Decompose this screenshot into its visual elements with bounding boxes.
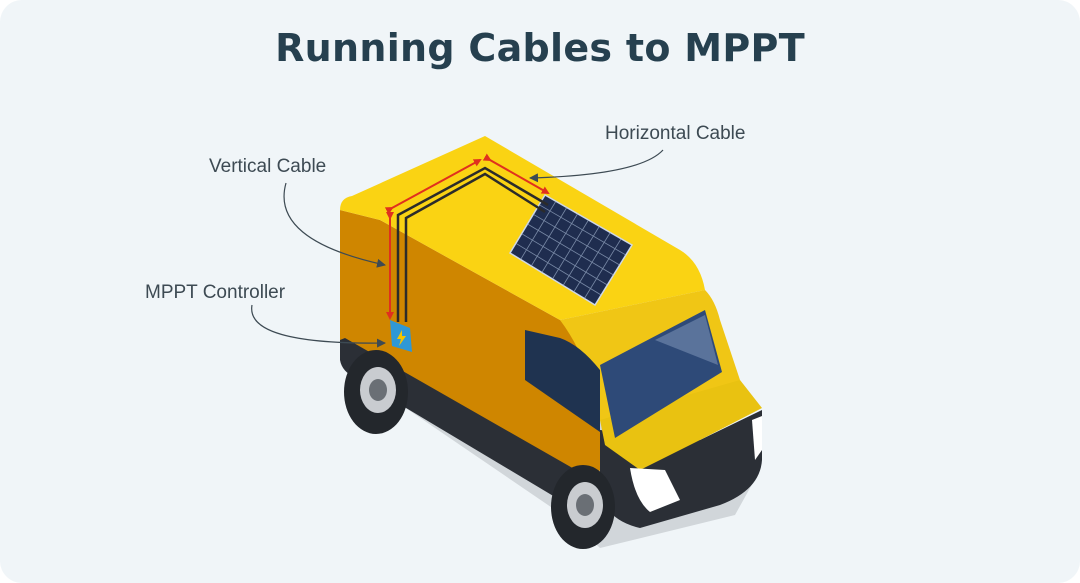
horizontal-measure-arrow-2 — [482, 153, 550, 194]
van-windshield-glare — [655, 315, 718, 365]
mppt-controller-label: MPPT Controller — [145, 282, 286, 303]
front-wheel — [551, 465, 615, 549]
horizontal-cable-label: Horizontal Cable — [605, 123, 745, 144]
van-headlight-left — [630, 468, 680, 512]
page-title: Running Cables to MPPT — [275, 26, 805, 70]
solar-cell-line — [533, 213, 620, 266]
lightning-bolt-icon — [397, 330, 406, 346]
vertical-cable-label: Vertical Cable — [209, 156, 326, 177]
solar-panel-icon — [508, 193, 634, 307]
horizontal-cable-leader — [529, 149, 664, 183]
mppt-controller-leader — [251, 304, 386, 348]
callout-leaders — [251, 149, 664, 348]
vertical-cable-leader — [283, 182, 386, 268]
solar-cell-line — [515, 242, 602, 296]
horizontal-measure-arrow-1 — [384, 159, 482, 215]
rear-wheel — [344, 350, 408, 434]
solar-cell-line — [527, 223, 614, 276]
solar-cell-line — [538, 204, 627, 256]
solar-cell-line — [521, 233, 608, 286]
van-side-window — [525, 330, 600, 432]
van-headlight-right — [752, 416, 762, 460]
measure-arrows — [384, 153, 550, 320]
mppt-controller-box — [390, 320, 412, 352]
van-hood — [600, 380, 762, 470]
